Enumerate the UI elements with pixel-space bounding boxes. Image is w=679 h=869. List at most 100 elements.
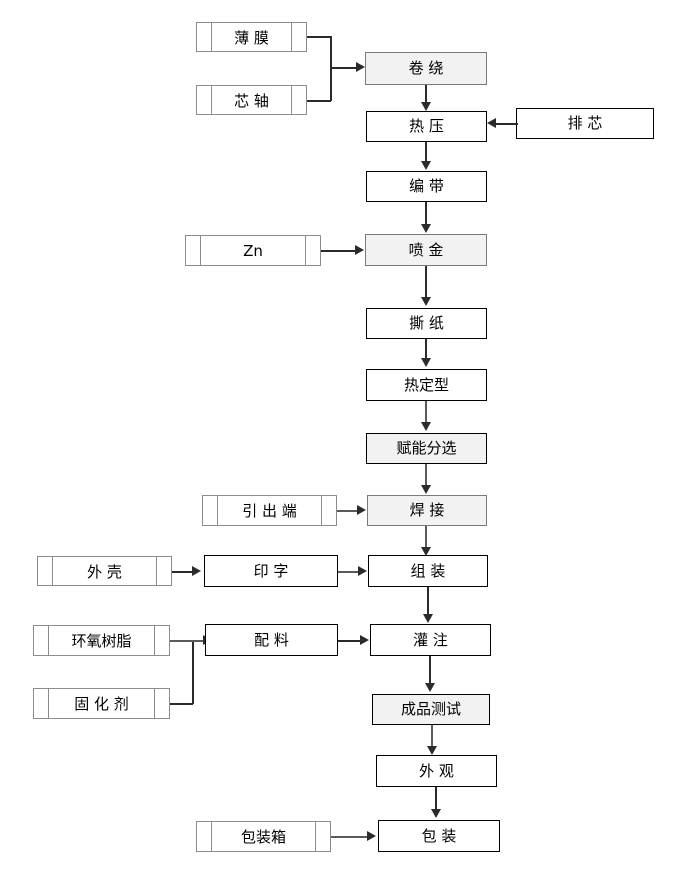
process-node-paper-tearing[interactable]: 撕 纸 [366,308,487,339]
process-label-energizing-sorting: 赋能分选 [396,439,457,457]
arrowhead-to-sorting [421,422,431,431]
edge-core-removal-to-press [496,123,518,125]
predefined-process-rule-left [217,496,219,525]
edge-wind-to-press [425,85,427,105]
process-label-taping: 编 带 [409,177,444,195]
predefined-process-rule-right [153,689,155,718]
predefined-process-rule-right [304,236,306,265]
predefined-process-rule-left [211,822,213,851]
material-label-film: 薄 膜 [234,28,269,47]
arrowhead-to-printing [192,566,201,576]
process-node-core-removal[interactable]: 排 芯 [516,108,654,139]
process-label-printing: 印 字 [253,561,289,580]
predefined-process-rule-left [211,86,213,114]
predefined-process-rule-right [153,626,155,655]
edge-merge-to-mixing [192,640,206,642]
material-label-core: 芯 轴 [234,91,269,110]
process-label-heat-setting: 热定型 [403,375,449,394]
arrowhead-to-assembly [421,547,431,556]
process-node-welding[interactable]: 焊 接 [367,495,487,526]
edge-zinc-to-metalize [321,250,356,252]
arrowhead-to-packing-right [367,831,376,841]
process-label-hot-press: 热 压 [409,117,444,135]
edge-epoxy-to-merge [170,640,194,642]
material-node-zinc[interactable]: Zn [185,235,321,266]
edge-press-to-tape [425,142,427,163]
material-node-case[interactable]: 外 壳 [37,556,172,586]
process-node-appearance[interactable]: 外 观 [376,755,497,787]
edge-mixing-to-potting [338,640,362,642]
process-node-printing[interactable]: 印 字 [204,555,338,587]
edge-welding-to-assembly [425,526,427,550]
process-node-energizing-sorting[interactable]: 赋能分选 [366,433,487,464]
process-node-packing[interactable]: 包 装 [378,820,500,852]
material-label-lead-terminal: 引 出 端 [242,502,297,520]
edge-case-to-printing [172,571,194,573]
edge-lead-to-welding [337,510,359,512]
predefined-process-rule-left [48,689,50,718]
process-label-assembly: 组 装 [410,561,446,580]
edge-tear-to-heatset [425,339,427,360]
material-label-epoxy-resin: 环氧树脂 [71,632,132,650]
arrowhead-to-press-left [487,118,496,128]
arrowhead-to-final-test [425,683,435,692]
process-node-taping[interactable]: 编 带 [366,171,487,202]
process-label-final-test: 成品测试 [400,700,461,718]
predefined-process-rule-left [211,23,213,51]
process-node-final-test[interactable]: 成品测试 [372,694,490,725]
process-label-winding: 卷 绕 [408,59,444,77]
arrowhead-to-assembly-right [358,566,367,576]
edge-carton-to-packing [331,836,368,838]
material-node-core[interactable]: 芯 轴 [196,85,307,115]
process-label-mixing: 配 料 [254,630,289,649]
process-label-appearance: 外 观 [419,761,454,780]
predefined-process-rule-left [48,626,50,655]
material-label-carton: 包装箱 [240,828,286,846]
arrowhead-to-welding [421,485,431,494]
predefined-process-rule-right [290,86,292,114]
edge-printing-to-assembly [338,571,360,573]
edge-film-to-merge [307,36,331,38]
arrowhead-to-metalize-right [355,245,364,255]
material-node-epoxy-resin[interactable]: 环氧树脂 [33,625,170,656]
process-node-metalizing[interactable]: 喷 金 [365,234,487,266]
edge-core-to-merge [307,100,331,102]
process-node-heat-setting[interactable]: 热定型 [366,369,487,401]
process-node-assembly[interactable]: 组 装 [368,555,488,587]
process-label-metalizing: 喷 金 [408,240,444,259]
edge-resin-merge-vertical [192,640,194,704]
edge-heatset-to-sorting [425,401,427,425]
edge-sorting-to-welding [425,464,427,488]
material-node-film[interactable]: 薄 膜 [196,22,307,52]
material-node-curing-agent[interactable]: 固 化 剂 [33,688,170,719]
arrowhead-to-tear [421,297,431,306]
process-node-hot-press[interactable]: 热 压 [366,111,487,142]
process-node-winding[interactable]: 卷 绕 [365,52,487,85]
process-label-packing: 包 装 [421,826,457,845]
edge-merge-to-wind [330,67,359,69]
edge-tape-to-metalize [425,202,427,227]
edge-final-test-to-appearance [431,725,433,749]
arrowhead-to-potting [423,614,433,623]
process-node-mixing[interactable]: 配 料 [205,624,338,656]
process-label-welding: 焊 接 [409,501,445,519]
arrowhead-to-wind [356,62,365,72]
arrowhead-to-packing [431,809,441,818]
arrowhead-to-potting-right [360,635,369,645]
process-node-potting[interactable]: 灌 注 [370,624,491,656]
predefined-process-rule-right [320,496,322,525]
predefined-process-rule-left [52,557,54,585]
predefined-process-rule-right [290,23,292,51]
material-label-zinc: Zn [243,241,263,260]
predefined-process-rule-left [200,236,202,265]
material-label-curing-agent: 固 化 剂 [74,695,129,713]
predefined-process-rule-right [155,557,157,585]
edge-curing-to-merge [170,703,193,705]
arrowhead-to-heatset [421,358,431,367]
arrowhead-to-tape [421,161,431,170]
material-label-case: 外 壳 [87,562,122,581]
material-node-carton[interactable]: 包装箱 [196,821,331,852]
edge-appearance-to-packing [435,787,437,812]
material-node-lead-terminal[interactable]: 引 出 端 [202,495,337,526]
